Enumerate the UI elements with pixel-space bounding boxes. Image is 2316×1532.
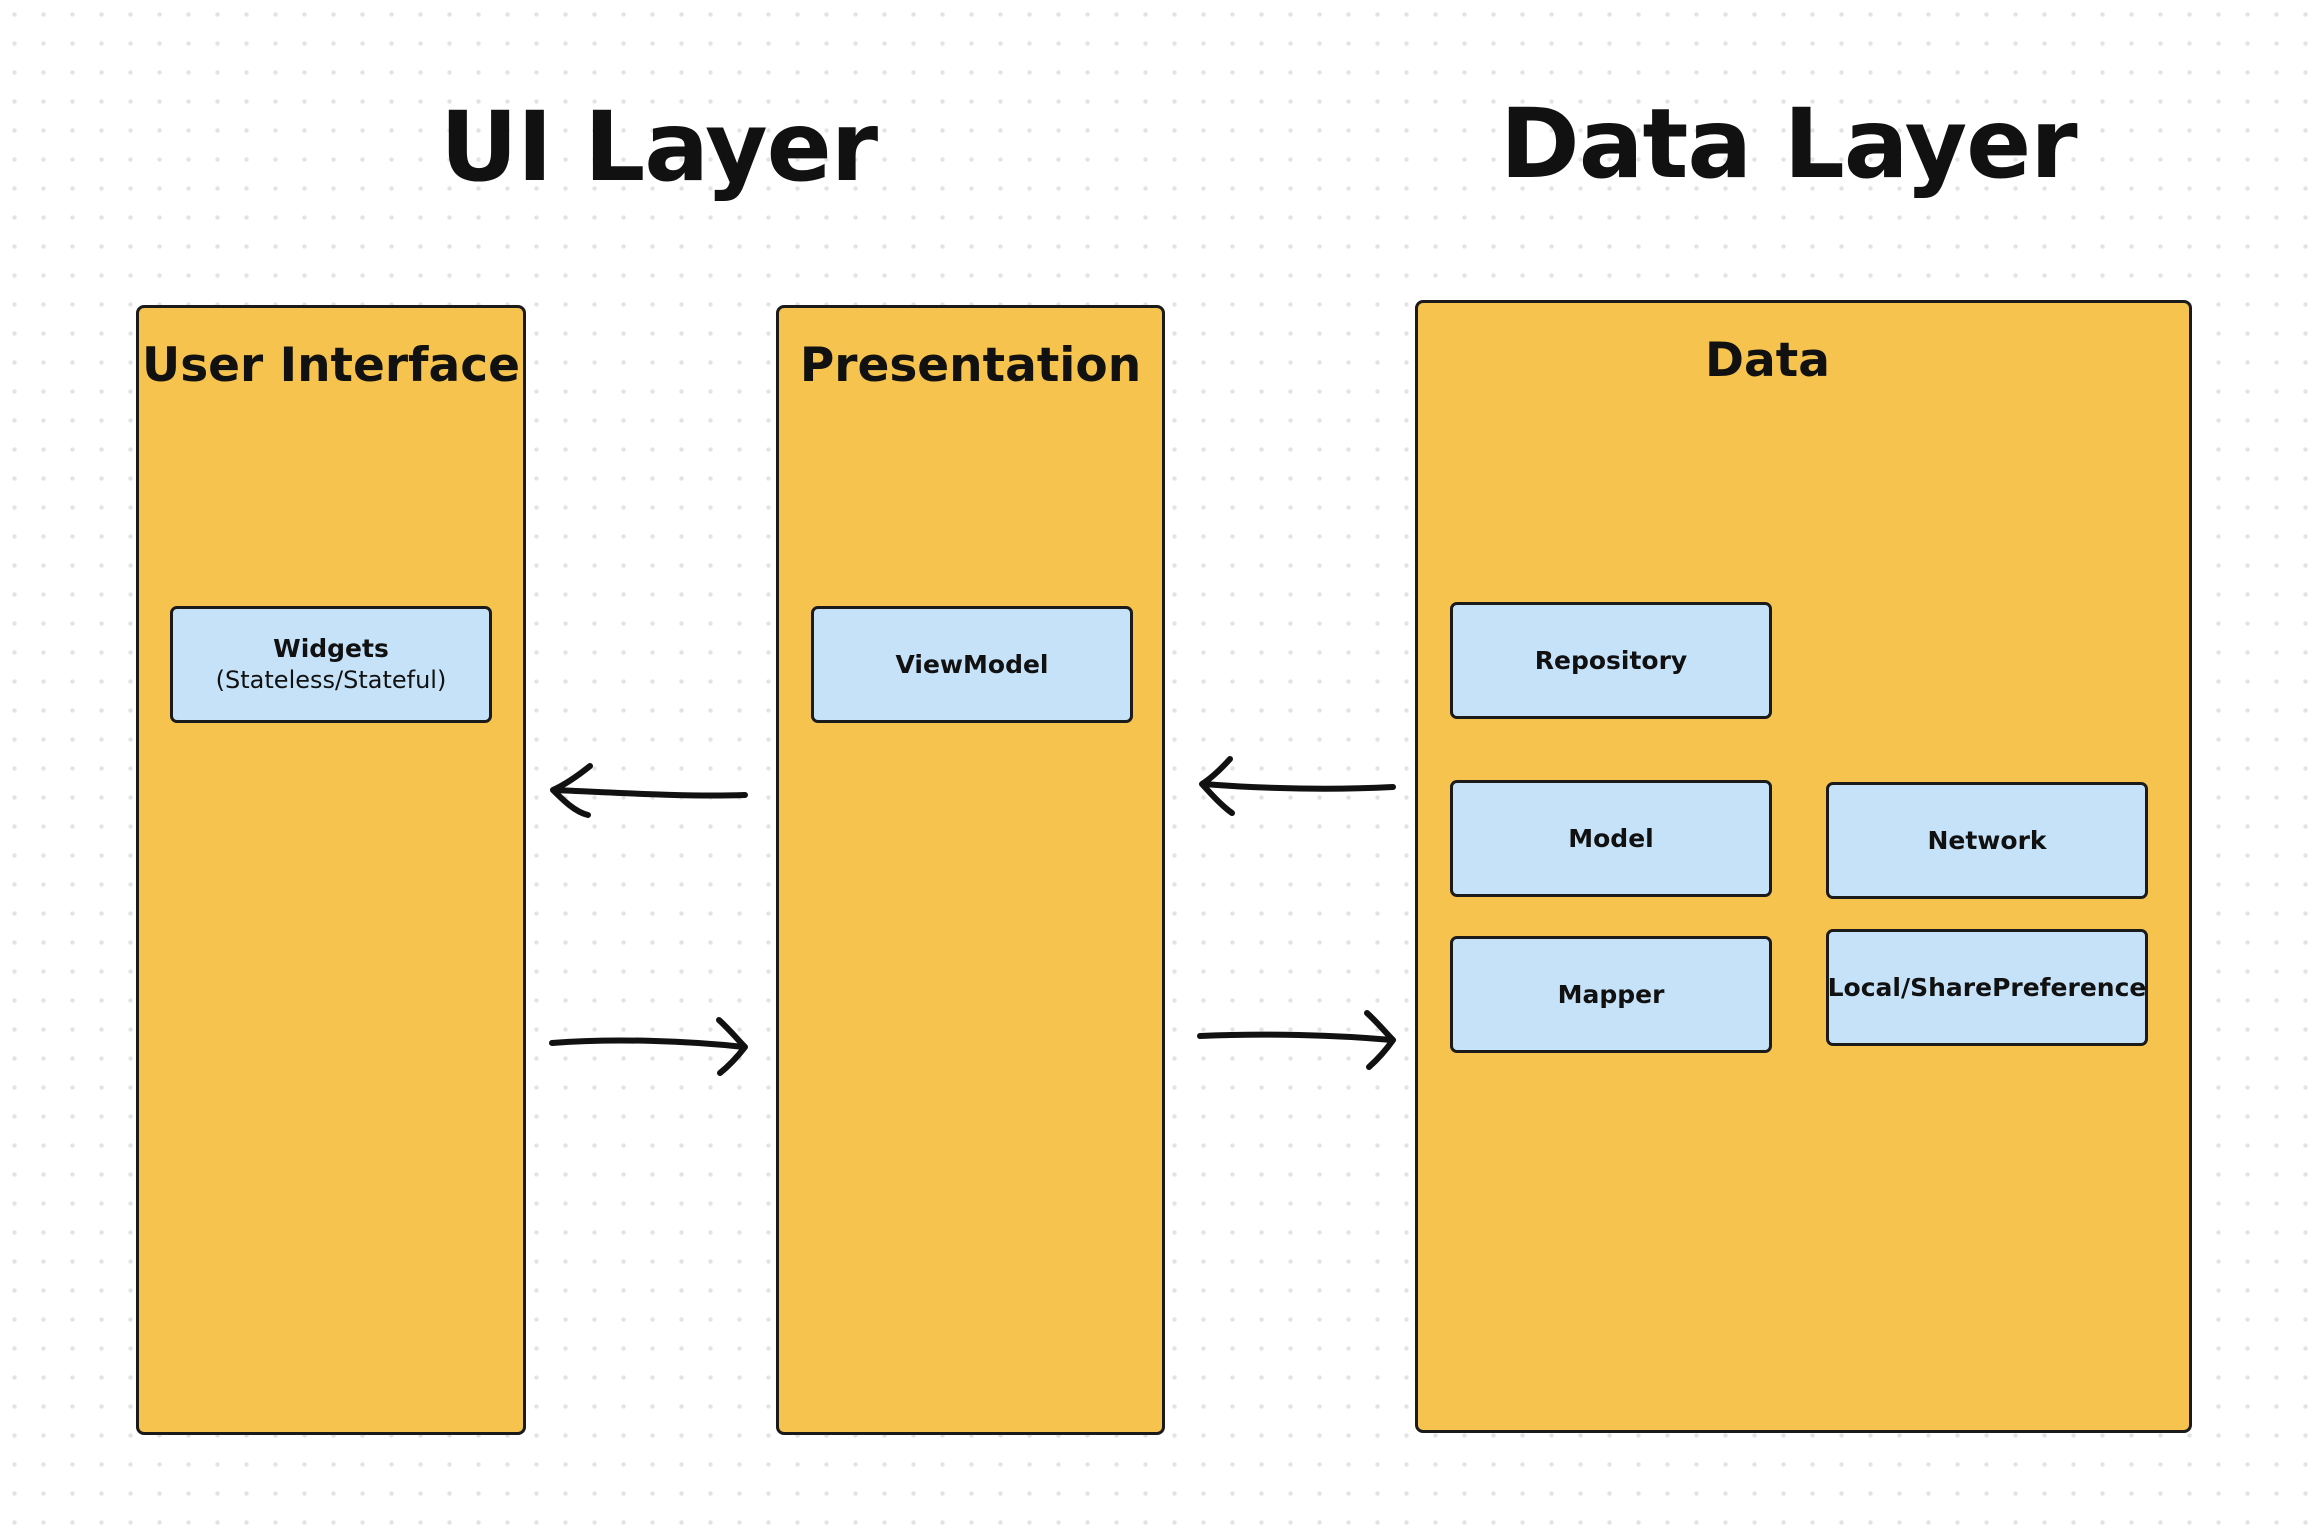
arrow-data-to-presentation [1199,756,1396,816]
model-box[interactable]: Model [1450,780,1772,897]
data-layer-title: Data Layer [1500,88,2078,200]
widgets-box[interactable]: Widgets (Stateless/Stateful) [170,606,492,723]
user-interface-panel[interactable]: User Interface Widgets (Stateless/Statef… [136,305,526,1435]
repository-box[interactable]: Repository [1450,602,1772,719]
local-sharepreference-label: Local/SharePreference [1827,972,2147,1002]
network-label: Network [1927,825,2047,855]
presentation-title: Presentation [799,338,1142,393]
user-interface-title: User Interface [142,338,520,393]
network-box[interactable]: Network [1826,782,2148,899]
arrow-ui-to-presentation [549,1017,748,1076]
ui-layer-title: UI Layer [440,91,878,203]
data-title: Data [1705,333,1830,388]
viewmodel-label: ViewModel [895,649,1049,679]
arrow-presentation-to-data [1197,1010,1396,1070]
widgets-label: Widgets [273,634,389,664]
arrow-presentation-to-ui [550,763,748,818]
viewmodel-box[interactable]: ViewModel [811,606,1133,723]
mapper-label: Mapper [1557,979,1665,1009]
data-panel[interactable]: Data Repository Model Network Mapper Loc… [1415,300,2192,1433]
mapper-box[interactable]: Mapper [1450,936,1772,1053]
presentation-panel[interactable]: Presentation ViewModel [776,305,1165,1435]
repository-label: Repository [1534,645,1688,675]
model-label: Model [1568,823,1654,853]
widgets-sublabel: (Stateless/Stateful) [215,665,447,694]
local-sharepreference-box[interactable]: Local/SharePreference [1826,929,2148,1046]
